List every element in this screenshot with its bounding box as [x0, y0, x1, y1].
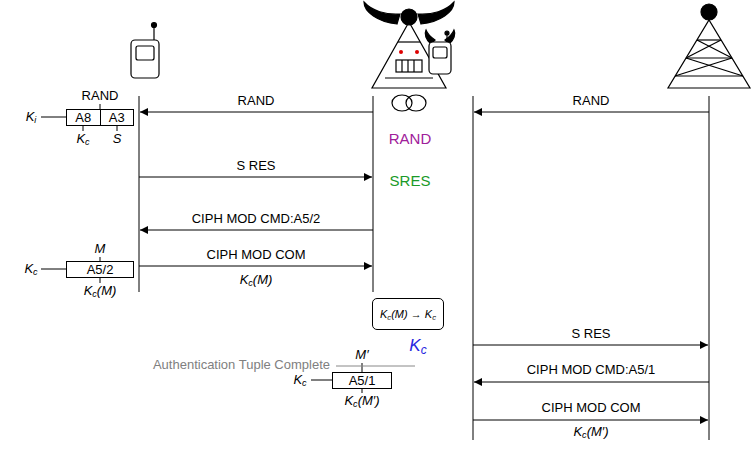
- phone-antenna: [153, 27, 154, 40]
- relayed-value: SRES: [390, 173, 431, 189]
- leader-line: [41, 269, 66, 270]
- phone-body: [429, 42, 451, 74]
- cipher-algorithm-box: A5/1: [332, 372, 392, 389]
- rogue-phone-icon: [425, 30, 455, 74]
- phone-screen: [433, 47, 447, 58]
- relay-loop: [392, 95, 426, 111]
- lifeline: [709, 96, 710, 440]
- lattice: [686, 58, 743, 76]
- lifeline: [473, 96, 474, 440]
- eye: [415, 50, 419, 54]
- message-payload: Kc(M): [240, 272, 273, 288]
- mouth: [396, 60, 422, 72]
- box-text: A5/1: [343, 373, 382, 388]
- antenna-tip: [152, 23, 157, 28]
- input-label: RAND: [82, 88, 119, 104]
- tower-frame: [668, 20, 750, 88]
- lifelines: [139, 96, 709, 440]
- input-label: M: [95, 241, 106, 257]
- recovered-key: Kc: [409, 338, 426, 354]
- phone-icon: [131, 23, 159, 79]
- message-label: CIPH MOD CMD:A5/1: [527, 362, 656, 378]
- box-text: A8: [67, 110, 100, 125]
- leader-lines: [41, 104, 415, 393]
- message-payload: Kc(M′): [573, 424, 608, 440]
- box-text: Kc(M) → Kc: [374, 307, 442, 322]
- callout-note: Authentication Tuple Complete: [153, 357, 330, 373]
- message-arrow: [139, 266, 372, 267]
- message-label: S RES: [571, 326, 610, 342]
- phone-body: [131, 40, 159, 78]
- key-recovery-box: Kc(M) → Kc: [372, 298, 444, 330]
- output-label: S: [113, 131, 122, 147]
- message-arrow: [473, 345, 708, 346]
- loop: [406, 95, 426, 111]
- box-text: A5/2: [81, 262, 120, 277]
- tooth: [407, 60, 408, 72]
- message-label: RAND: [238, 93, 275, 109]
- eye: [399, 50, 403, 54]
- messages: [139, 112, 709, 420]
- phone-screen: [136, 46, 154, 60]
- tooth: [401, 60, 402, 72]
- message-arrow: [473, 420, 708, 421]
- lattice: [385, 77, 433, 78]
- output-label: Kc(M′): [344, 393, 379, 409]
- tower-top: [701, 4, 717, 20]
- callout-line: [336, 366, 415, 367]
- lattice: [398, 41, 420, 42]
- cipher-algorithm-box: A8A3: [66, 109, 134, 126]
- message-arrow: [140, 112, 373, 113]
- message-arrow: [140, 230, 373, 231]
- lattice: [686, 40, 721, 58]
- tooth: [413, 60, 414, 72]
- output-label: Kc(M): [84, 283, 117, 299]
- message-arrow: [139, 177, 372, 178]
- tower-frame: [372, 22, 446, 88]
- lattice: [675, 58, 732, 76]
- key-label: Kc: [76, 131, 89, 147]
- lifeline: [373, 96, 374, 292]
- horn: [364, 2, 400, 24]
- input-label: M′: [355, 347, 368, 363]
- leader-line: [311, 380, 332, 381]
- message-arrow: [474, 112, 709, 113]
- box-text: A3: [100, 110, 134, 125]
- base-station-icon: [668, 4, 750, 88]
- lattice: [697, 39, 721, 40]
- leader-line: [362, 388, 363, 393]
- message-label: CIPH MOD COM: [542, 400, 641, 416]
- message-label: RAND: [573, 93, 610, 109]
- tower-top: [401, 9, 417, 25]
- message-label: CIPH MOD CMD:A5/2: [192, 211, 321, 227]
- key-label: Ki: [26, 109, 37, 125]
- horn: [445, 30, 455, 44]
- leader-line: [41, 117, 66, 118]
- key-label: Kc: [24, 261, 37, 277]
- leader-line: [117, 125, 118, 131]
- lattice: [675, 75, 743, 76]
- relayed-value: RAND: [389, 131, 432, 147]
- leader-line: [100, 277, 101, 283]
- rogue-tower-icon: [364, 2, 454, 88]
- antenna-tip: [445, 31, 449, 35]
- key-label: Kc: [293, 372, 306, 388]
- message-label: CIPH MOD COM: [207, 247, 306, 263]
- cipher-algorithm-box: A5/2: [66, 261, 134, 278]
- horn: [418, 2, 454, 24]
- leader-line: [83, 125, 84, 131]
- message-label: S RES: [236, 158, 275, 174]
- message-arrow: [474, 382, 709, 383]
- lifeline: [139, 96, 140, 292]
- lattice: [686, 57, 732, 58]
